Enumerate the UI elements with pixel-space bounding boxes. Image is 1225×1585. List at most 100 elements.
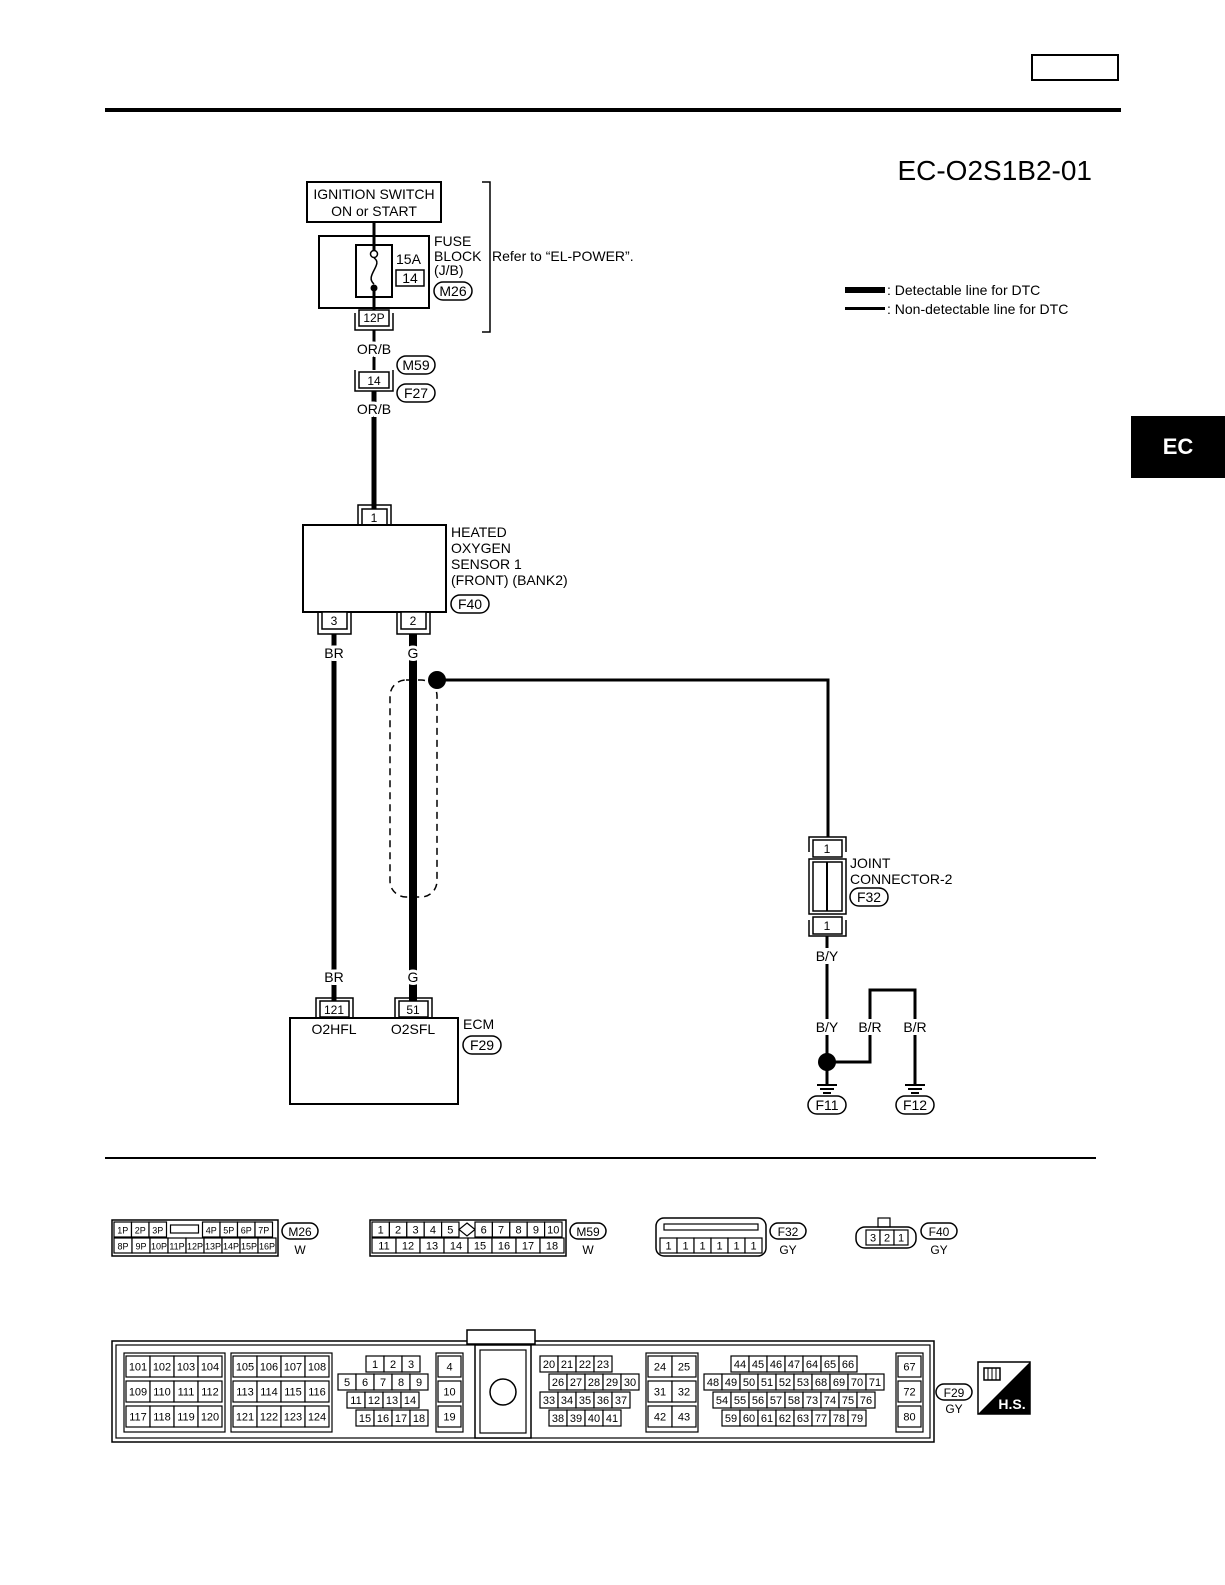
m59-pin: 12 bbox=[402, 1241, 414, 1253]
m59-pin: 9 bbox=[533, 1225, 539, 1237]
f29-pin-cell bbox=[593, 1355, 613, 1373]
m59-pin: 14 bbox=[450, 1241, 462, 1253]
f32-badge bbox=[769, 1222, 807, 1240]
m59-pin: 7 bbox=[498, 1225, 504, 1237]
fuse-label-2: BLOCK bbox=[434, 248, 482, 264]
f40-color: GY bbox=[930, 1243, 947, 1257]
f32-shell bbox=[655, 1217, 767, 1257]
joint-pin-top-box bbox=[812, 839, 843, 858]
junction-connector-bottom-badge bbox=[396, 383, 436, 403]
f29-pin: 119 bbox=[177, 1412, 195, 1424]
m26-pin: 8P bbox=[117, 1242, 128, 1252]
sensor-label-2: OXYGEN bbox=[451, 540, 511, 556]
f29-pin: 10 bbox=[443, 1387, 455, 1399]
f29-pin: 47 bbox=[788, 1359, 800, 1371]
f29-pin: 64 bbox=[806, 1359, 818, 1371]
f29-pin-cell bbox=[400, 1391, 420, 1409]
m59-pin: 13 bbox=[426, 1241, 438, 1253]
f29-pin-cell bbox=[304, 1355, 330, 1378]
joint-label-1: JOINT bbox=[850, 855, 891, 871]
f29-pin: 118 bbox=[153, 1412, 171, 1424]
m26-badge bbox=[281, 1222, 319, 1240]
f29-pin: 11 bbox=[350, 1395, 361, 1407]
f32-pin-cell bbox=[744, 1237, 763, 1254]
f40-latch bbox=[877, 1217, 891, 1228]
b-r-wire bbox=[827, 988, 917, 1085]
m59-pin: 5 bbox=[447, 1225, 453, 1237]
f29-pin: 114 bbox=[260, 1387, 278, 1399]
m59-id: M59 bbox=[576, 1225, 600, 1239]
f29-pin: 60 bbox=[743, 1413, 755, 1425]
f29-pin: 35 bbox=[579, 1395, 591, 1407]
f32-pin: 1 bbox=[699, 1241, 705, 1253]
f29-pin-cell bbox=[847, 1409, 867, 1427]
f29-pin: 50 bbox=[743, 1377, 755, 1389]
f29-pin: 46 bbox=[770, 1359, 782, 1371]
f29-pin-cell bbox=[897, 1380, 922, 1403]
joint-pin-top-outer bbox=[808, 836, 847, 852]
sensor-pin1-outer bbox=[357, 504, 392, 525]
fuse-label-1: FUSE bbox=[434, 233, 471, 249]
f29-pin: 8 bbox=[398, 1377, 404, 1389]
f29-pin-cell bbox=[611, 1391, 631, 1409]
m59-pin: 3 bbox=[412, 1225, 418, 1237]
f29-pin: 38 bbox=[552, 1413, 564, 1425]
sensor-label-1: HEATED bbox=[451, 524, 507, 540]
f29-block4 bbox=[435, 1352, 464, 1433]
wire-g-upper: G bbox=[408, 645, 419, 661]
sensor-connector-badge bbox=[450, 594, 490, 614]
refer-bracket bbox=[482, 181, 491, 333]
f29-pin: 108 bbox=[308, 1362, 326, 1374]
f29-pin: 59 bbox=[725, 1413, 737, 1425]
f29-block6 bbox=[645, 1352, 699, 1433]
f29-pin: 20 bbox=[543, 1359, 555, 1371]
f29-pin: 41 bbox=[606, 1413, 618, 1425]
m59-pin-cell bbox=[539, 1237, 565, 1254]
f29-pin: 3 bbox=[408, 1359, 414, 1371]
m59-pin: 15 bbox=[474, 1241, 486, 1253]
fuse-number-box bbox=[395, 269, 425, 287]
f29-pin: 26 bbox=[552, 1377, 564, 1389]
f29-pin: 28 bbox=[588, 1377, 600, 1389]
f29-pin: 29 bbox=[606, 1377, 618, 1389]
f29-block2 bbox=[230, 1352, 333, 1433]
joint-connector: F32 bbox=[857, 889, 881, 905]
m26-key bbox=[169, 1224, 200, 1234]
f29-pin: 22 bbox=[579, 1359, 591, 1371]
f29-pin: 16 bbox=[377, 1413, 389, 1425]
f29-pin-cell bbox=[897, 1405, 922, 1428]
f29-pin: 39 bbox=[570, 1413, 582, 1425]
fuse-icon bbox=[370, 257, 378, 285]
f29-color: GY bbox=[945, 1402, 962, 1416]
f29-center-hole bbox=[489, 1378, 517, 1406]
shield-outline bbox=[389, 679, 438, 898]
f29-pin: 42 bbox=[654, 1412, 666, 1424]
f29-pin: 17 bbox=[395, 1413, 407, 1425]
fuse-number: 14 bbox=[402, 270, 418, 286]
m59-pin: 10 bbox=[547, 1225, 559, 1237]
f29-pin: 110 bbox=[153, 1387, 171, 1399]
joint-connector-badge bbox=[849, 887, 889, 907]
sensor-pin-left: 3 bbox=[331, 614, 338, 628]
f29-pin: 120 bbox=[201, 1412, 219, 1424]
joint-label-2: CONNECTOR-2 bbox=[850, 871, 953, 887]
f29-pin: 101 bbox=[129, 1362, 147, 1374]
f29-pin: 9 bbox=[416, 1377, 422, 1389]
f32-id: F32 bbox=[778, 1225, 799, 1239]
m26-pin: 12P bbox=[187, 1242, 203, 1252]
f29-pin: 104 bbox=[201, 1362, 219, 1374]
sensor-pin2-box bbox=[400, 611, 427, 630]
f29-pin-cell bbox=[437, 1355, 462, 1378]
m26-pin: 3P bbox=[152, 1226, 163, 1236]
f32-latch bbox=[663, 1223, 759, 1231]
m26-pin: 15P bbox=[241, 1242, 257, 1252]
f32-color: GY bbox=[779, 1243, 796, 1257]
f29-pin-cell bbox=[671, 1355, 697, 1378]
junction-connector-top-badge bbox=[396, 355, 436, 375]
ground-icon-f12 bbox=[905, 1084, 925, 1094]
f29-pin-cell bbox=[304, 1380, 330, 1403]
f29-pin: 32 bbox=[678, 1387, 690, 1399]
